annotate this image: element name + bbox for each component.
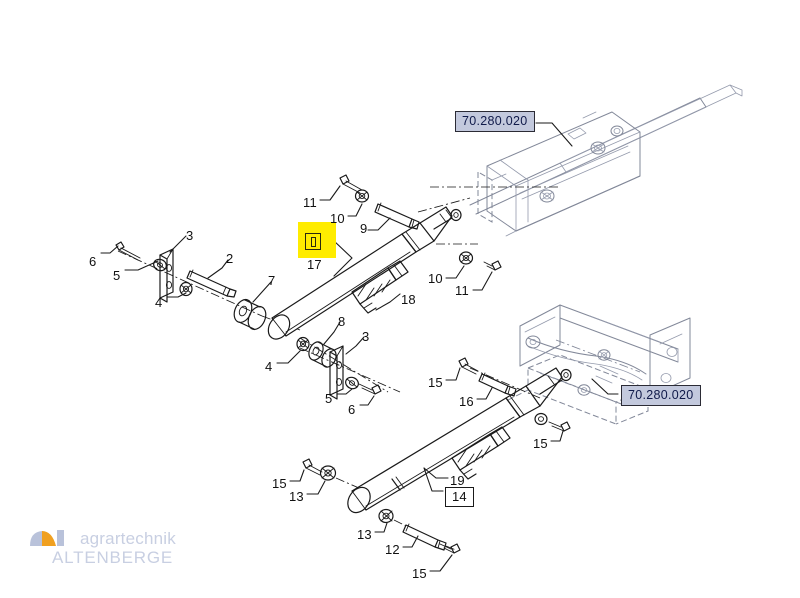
- part-4-upper: [179, 281, 193, 297]
- callout-2-c2[interactable]: 2: [226, 251, 234, 266]
- logo-line-1: agrartechnik: [80, 529, 176, 548]
- callout-12-c12[interactable]: 12: [385, 542, 400, 557]
- lower-bracket-phantom: [507, 304, 691, 425]
- bracket-fastener-upper-b: [590, 141, 606, 155]
- callout-15-c15b[interactable]: 15: [533, 436, 548, 451]
- callout-8-c8[interactable]: 8: [338, 314, 346, 329]
- callout-7-c7[interactable]: 7: [268, 273, 276, 288]
- mid-lower-parts: [296, 336, 389, 400]
- callout-6-c6a[interactable]: 6: [89, 254, 97, 269]
- part-18-port-block: [351, 260, 409, 314]
- callout-5-c5b[interactable]: 5: [325, 391, 333, 406]
- part-5-lower: [345, 376, 359, 390]
- logo-line-2: ALTENBERGE: [52, 548, 174, 567]
- callout-11-c11a[interactable]: 11: [303, 195, 317, 210]
- callout-6-c6b[interactable]: 6: [348, 402, 356, 417]
- callout-15-c15a[interactable]: 15: [428, 375, 443, 390]
- part-15-d: [439, 543, 461, 554]
- part-11-right: [483, 260, 502, 271]
- callout-16-c16[interactable]: 16: [459, 394, 474, 409]
- upper-hydraulic-cylinder: [267, 206, 462, 340]
- callout-13-c13a[interactable]: 13: [289, 489, 304, 504]
- part-10-upper: [354, 189, 370, 203]
- lower-hydraulic-cylinder: [347, 367, 572, 514]
- reference-label-lower[interactable]: 70.280.020: [621, 385, 701, 407]
- callout-9-c9[interactable]: 9: [360, 221, 368, 236]
- upper-left-parts: [115, 241, 267, 331]
- part-8-bushing: [308, 341, 337, 368]
- part-19-port-block: [451, 426, 511, 480]
- part-15-b-washer: [534, 412, 548, 426]
- callout-5-c5a[interactable]: 5: [113, 268, 121, 283]
- part-16-pin: [478, 372, 517, 397]
- door-glyph: [310, 236, 316, 247]
- callout-3-c3a[interactable]: 3: [186, 228, 194, 243]
- upper-centerlines: [117, 186, 560, 393]
- callout-15-c15d[interactable]: 15: [412, 566, 427, 581]
- door-marker-icon[interactable]: [305, 233, 321, 250]
- part-15-a: [458, 357, 479, 375]
- part-3-lower: [329, 345, 344, 400]
- callout-13-c13b[interactable]: 13: [357, 527, 372, 542]
- callout-10-c10b[interactable]: 10: [428, 271, 443, 286]
- agrartechnik-altenberge-logo: agrartechnik ALTENBERGE: [28, 528, 188, 576]
- part-7-bushing: [233, 298, 267, 331]
- part-13-a: [319, 465, 337, 481]
- bracket-fastener-upper-c: [610, 125, 624, 137]
- part-6-upper: [115, 241, 141, 261]
- callout-10-c10a[interactable]: 10: [330, 211, 345, 226]
- callout-14-c14[interactable]: 14: [445, 487, 474, 507]
- callout-4-c4a[interactable]: 4: [155, 295, 163, 310]
- part-9-pin: [374, 202, 420, 230]
- part-4-lower: [296, 336, 310, 352]
- callout-18-c18[interactable]: 18: [401, 292, 416, 307]
- part-15-b: [548, 421, 571, 432]
- upper-mid-parts: [339, 174, 420, 230]
- part-15-c: [302, 458, 323, 476]
- lower-right-parts: [458, 357, 571, 432]
- leader-lines: [100, 122, 619, 572]
- part-12-pin: [402, 523, 447, 551]
- part-6-lower: [358, 383, 382, 395]
- logo-mark-icon: [30, 530, 64, 546]
- bracket-fastener-lower-a: [597, 349, 611, 361]
- upper-right-parts: [458, 251, 502, 271]
- callout-17-c17[interactable]: 17: [307, 257, 322, 272]
- callout-3-c3b[interactable]: 3: [362, 329, 370, 344]
- part-13-b: [378, 508, 394, 524]
- bracket-fastener-lower-b: [577, 384, 591, 396]
- bracket-fastener-upper-a: [539, 189, 555, 203]
- part-10-right: [458, 251, 474, 265]
- callout-11-c11b[interactable]: 11: [455, 283, 469, 298]
- bottom-parts: [378, 508, 461, 554]
- callout-4-c4b[interactable]: 4: [265, 359, 273, 374]
- upper-bracket-phantom: [469, 84, 743, 237]
- part-2-rod: [186, 269, 237, 298]
- reference-label-upper[interactable]: 70.280.020: [455, 111, 535, 133]
- callout-15-c15c[interactable]: 15: [272, 476, 287, 491]
- callout-19-c19[interactable]: 19: [450, 473, 465, 488]
